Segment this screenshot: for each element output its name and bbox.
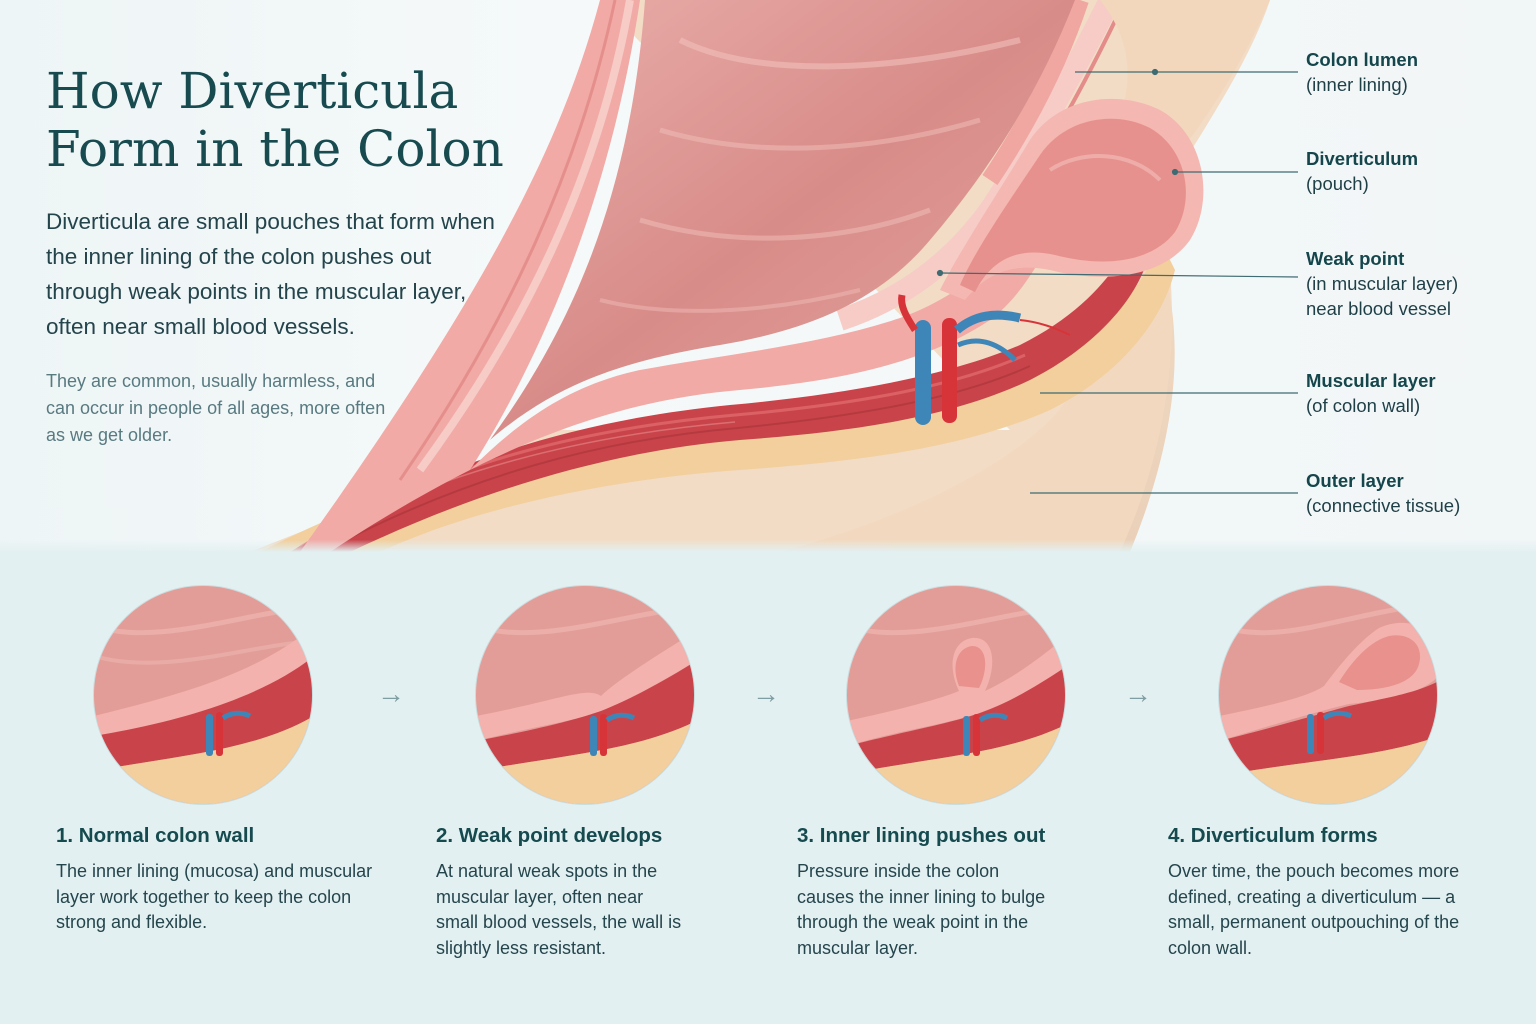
step-2-illustration bbox=[475, 585, 695, 805]
label-diverticulum: Diverticulum (pouch) bbox=[1306, 146, 1526, 196]
diverticulum-pouch bbox=[940, 98, 1204, 300]
title-line-2: Form in the Colon bbox=[46, 120, 504, 178]
step-4-title: 4. Diverticulum forms bbox=[1168, 824, 1378, 847]
step-3-title: 3. Inner lining pushes out bbox=[797, 824, 1046, 847]
label-title: Diverticulum bbox=[1306, 148, 1419, 169]
label-subtitle: (in muscular layer) bbox=[1306, 273, 1459, 294]
step-2-text: At natural weak spots in the muscular la… bbox=[436, 861, 682, 958]
arrow-right-icon: → bbox=[752, 678, 780, 709]
label-muscular-layer: Muscular layer (of colon wall) bbox=[1306, 368, 1526, 418]
colon-wall-illustration bbox=[0, 0, 1536, 552]
label-subtitle: (of colon wall) bbox=[1306, 395, 1421, 416]
page-title: How Diverticula Form in the Colon bbox=[46, 62, 566, 178]
title-line-1: How Diverticula bbox=[46, 62, 459, 120]
step-1-illustration bbox=[93, 585, 313, 805]
step-4-illustration bbox=[1218, 585, 1438, 805]
step-1-text: The inner lining (mucosa) and muscular l… bbox=[56, 861, 373, 932]
label-outer-layer: Outer layer (connective tissue) bbox=[1306, 468, 1526, 518]
label-weak-point: Weak point (in muscular layer) near bloo… bbox=[1306, 246, 1526, 321]
label-title: Colon lumen bbox=[1306, 49, 1419, 70]
label-subtitle: (inner lining) bbox=[1306, 74, 1408, 95]
step-2-title: 2. Weak point develops bbox=[436, 824, 663, 847]
arrow-right-icon: → bbox=[1124, 678, 1152, 709]
step-3-illustration bbox=[846, 585, 1066, 805]
label-subtitle: (pouch) bbox=[1306, 173, 1369, 194]
blood-vessels bbox=[898, 294, 1071, 425]
label-subtitle: near blood vessel bbox=[1306, 298, 1452, 319]
label-title: Outer layer bbox=[1306, 470, 1404, 491]
arrow-right-icon: → bbox=[377, 678, 405, 709]
label-subtitle: (connective tissue) bbox=[1306, 495, 1461, 516]
step-3-text: Pressure inside the colon causes the inn… bbox=[797, 861, 1046, 958]
colon-lumen bbox=[490, 0, 1075, 440]
label-title: Muscular layer bbox=[1306, 370, 1436, 391]
mucosa-layer bbox=[300, 0, 1040, 552]
label-colon-lumen: Colon lumen (inner lining) bbox=[1306, 47, 1526, 97]
note-text: They are common, usually harmless, and c… bbox=[46, 371, 386, 445]
intro-text: Diverticula are small pouches that form … bbox=[46, 209, 495, 339]
label-title: Weak point bbox=[1306, 248, 1405, 269]
step-1-title: 1. Normal colon wall bbox=[56, 824, 255, 847]
step-4-text: Over time, the pouch becomes more define… bbox=[1168, 861, 1460, 958]
